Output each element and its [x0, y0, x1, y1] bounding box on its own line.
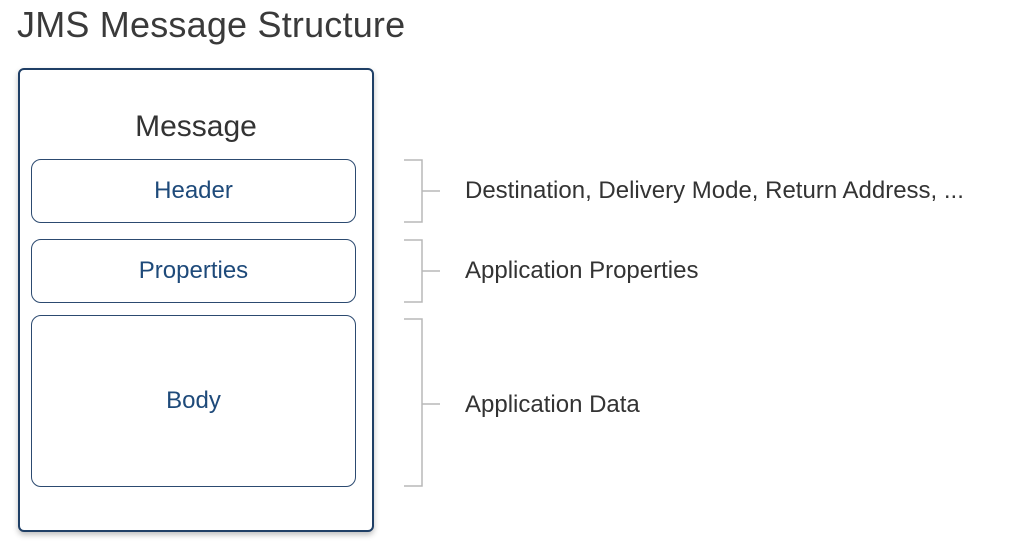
properties-bracket: [404, 239, 440, 303]
properties-section: Properties: [31, 239, 356, 303]
header-section: Header: [31, 159, 356, 223]
properties-description: Application Properties: [465, 257, 699, 284]
properties-section-label: Properties: [138, 257, 249, 284]
header-bracket: [404, 159, 440, 223]
header-description: Destination, Delivery Mode, Return Addre…: [465, 177, 964, 204]
body-section: Body: [31, 315, 356, 487]
header-section-label: Header: [154, 177, 233, 204]
body-section-label: Body: [166, 387, 221, 414]
body-description: Application Data: [465, 391, 640, 418]
message-label: Message: [135, 110, 257, 143]
diagram-title: JMS Message Structure: [17, 4, 406, 45]
body-bracket: [404, 318, 440, 487]
